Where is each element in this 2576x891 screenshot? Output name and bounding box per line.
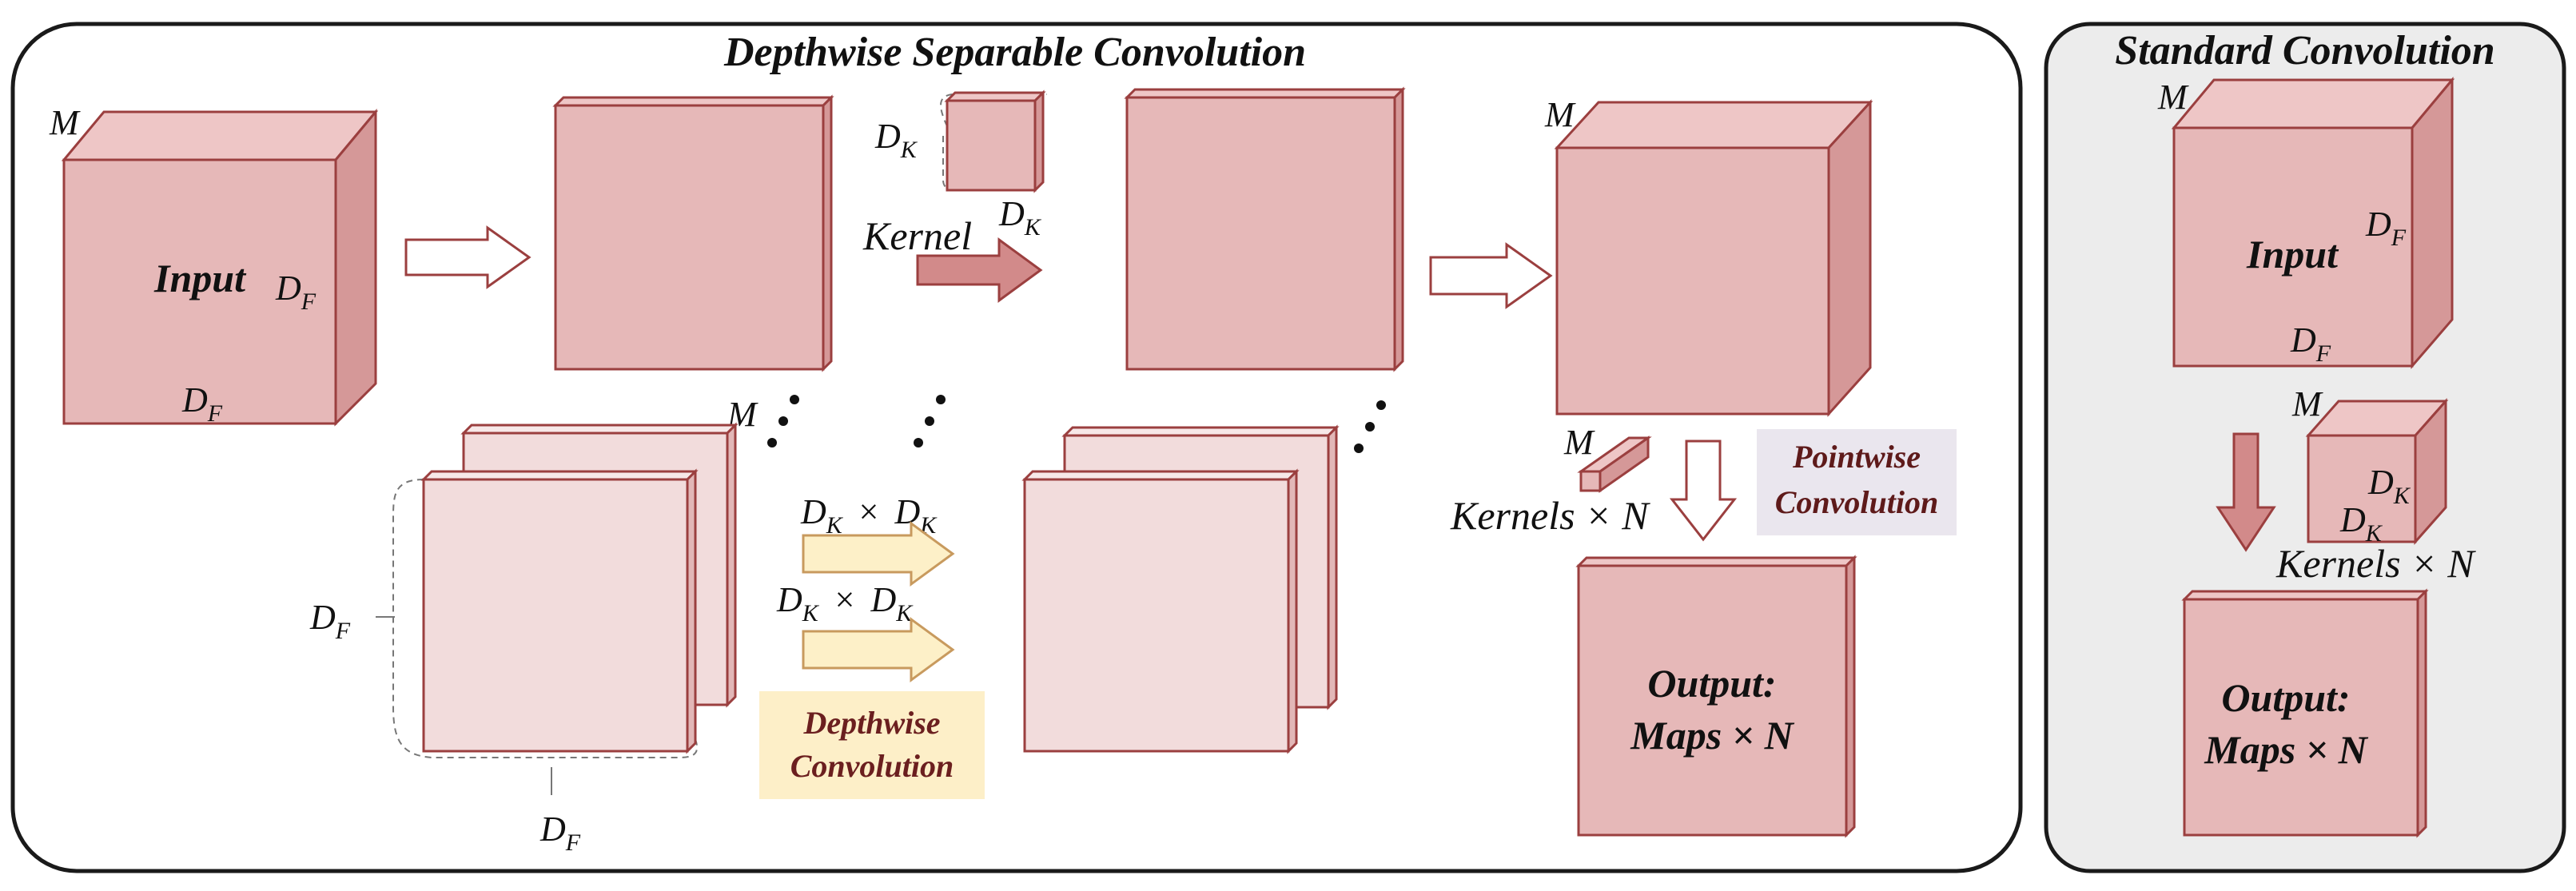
standard-kernel-dk-right: DK — [2367, 463, 2411, 509]
pointwise-badge-line2: Convolution — [1775, 484, 1939, 520]
depthwise-badge-line2: Convolution — [790, 748, 954, 784]
depthwise-input-df-bottom: DF — [181, 380, 223, 427]
pointwise-m-label: M — [1563, 423, 1595, 462]
standard-input-df-bottom: DF — [2290, 320, 2331, 367]
standard-kernels-label: Kernels × N — [2275, 541, 2476, 586]
standard-convolution-panel: Standard Convolution M Input DF DF M DK … — [2044, 22, 2566, 873]
channel-slab-top-middle — [552, 94, 834, 372]
depthwise-panel-title: Depthwise Separable Convolution — [723, 30, 1306, 75]
standard-kernel-cube — [2305, 398, 2449, 545]
standard-output-slab — [2181, 588, 2429, 838]
standard-input-label: Input — [2246, 232, 2339, 276]
channel-slab-top-right — [1124, 86, 1406, 372]
pointwise-kernel — [1577, 436, 1652, 493]
depthwise-final-output — [1575, 555, 1857, 838]
dk-x-dk-label-2: DK×DK — [776, 580, 914, 626]
df-left-label: DF — [309, 598, 351, 644]
yellow-arrow-1 — [802, 521, 955, 587]
depthwise-badge-line1: Depthwise — [802, 705, 940, 741]
depthwise-input-cube — [61, 108, 379, 427]
yellow-arrow-2 — [802, 617, 955, 682]
standard-kernel-m-label: M — [2291, 384, 2323, 424]
depthwise-input-m-label: M — [49, 103, 81, 142]
kernel-dk-bottom: DK — [998, 194, 1042, 241]
standard-output-line2: Maps × N — [2204, 727, 2368, 772]
standard-output-line1: Output: — [2221, 675, 2350, 720]
depthwise-input-df-right: DF — [275, 268, 317, 315]
depthwise-output-line2: Maps × N — [1630, 713, 1794, 758]
standard-input-cube — [2171, 76, 2455, 370]
standard-kernel-dk-bottom: DK — [2339, 500, 2383, 547]
depthwise-output-m-label: M — [1544, 95, 1576, 134]
standard-panel-title: Standard Convolution — [2115, 28, 2494, 74]
depthwise-kernel — [940, 89, 1047, 193]
depthwise-input-label: Input — [153, 256, 247, 300]
df-bottom-label: DF — [539, 809, 581, 856]
depthwise-output-line1: Output: — [1647, 661, 1776, 706]
channel-stack-left — [392, 422, 739, 758]
standard-input-df-right: DF — [2365, 205, 2407, 251]
ellipsis-dots — [767, 395, 1386, 453]
pointwise-badge-bg — [1757, 429, 1957, 535]
hollow-arrow-2 — [1429, 242, 1553, 309]
pointwise-kernels-label: Kernels × N — [1450, 493, 1650, 538]
kernel-arrow — [916, 237, 1043, 303]
kernel-dk-left: DK — [874, 117, 918, 163]
depthwise-output-cube — [1554, 99, 1873, 417]
depthwise-badge-bg — [759, 691, 985, 799]
channel-stack-right — [1021, 424, 1340, 754]
kernel-label: Kernel — [862, 213, 972, 258]
depthwise-separable-panel: Depthwise Separable Convolution M Input … — [10, 22, 2023, 873]
pointwise-down-arrow — [1669, 440, 1738, 542]
standard-down-arrow — [2216, 432, 2276, 552]
hollow-arrow-1 — [404, 225, 532, 289]
pointwise-badge-line1: Pointwise — [1792, 439, 1921, 475]
standard-input-m-label: M — [2157, 78, 2189, 117]
